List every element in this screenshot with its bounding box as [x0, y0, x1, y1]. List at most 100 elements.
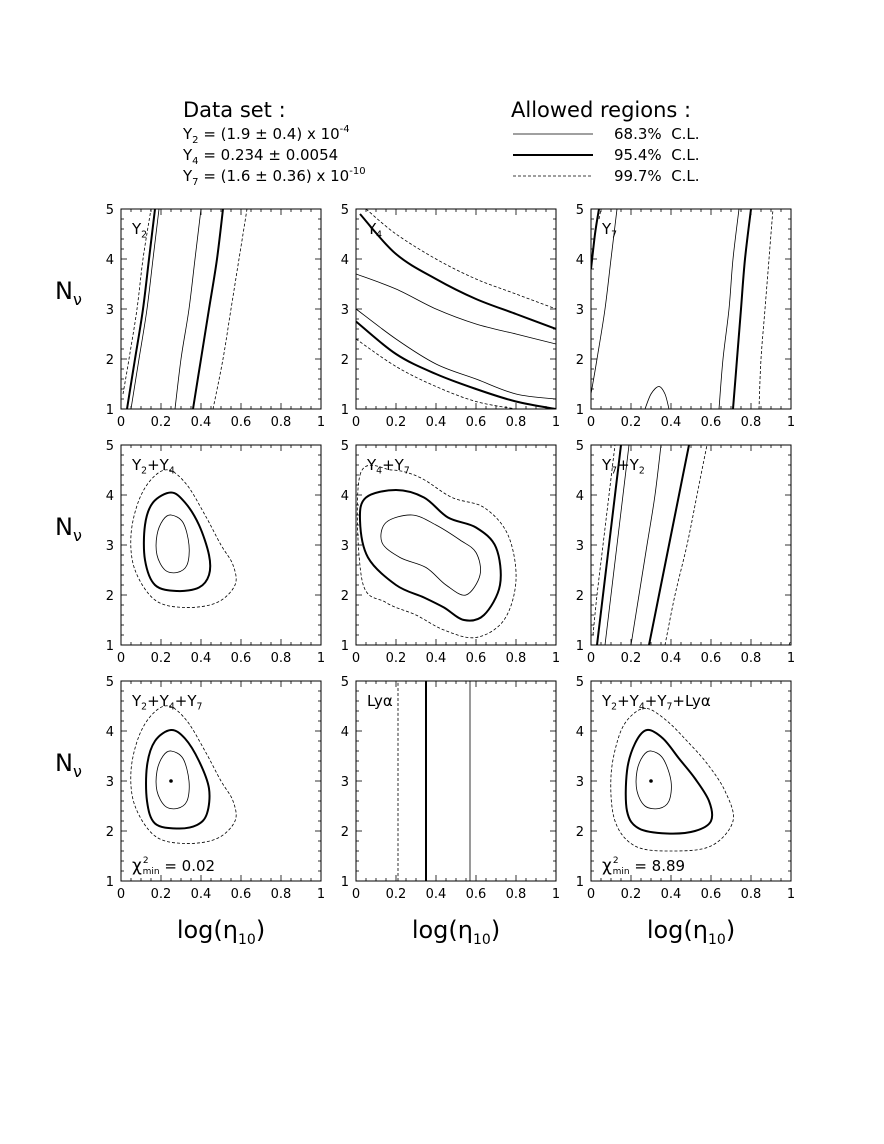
y-tick-label: 3 [106, 303, 114, 318]
panel-frame [590, 208, 792, 410]
dataset-value: = (1.9 ± 0.4) x 10 [199, 125, 340, 143]
y-tick-label: 2 [576, 353, 584, 368]
y-tick-label: 4 [576, 253, 584, 268]
legend-label: 99.7% C.L. [614, 167, 700, 185]
ticks [355, 444, 557, 646]
x-tick-label: 0 [117, 415, 125, 430]
panel-label-part: 4 [639, 701, 645, 712]
x-tick-label: 0.6 [466, 887, 487, 902]
contour-group [397, 681, 471, 881]
y-tick-label: 5 [106, 203, 114, 218]
x-tick-label: 0.6 [701, 415, 722, 430]
contour-dashed [664, 445, 708, 645]
y-tick-label: 3 [106, 539, 114, 554]
x-axis-label: log(η10) [177, 916, 265, 948]
x-tick-label: 0.8 [741, 415, 762, 430]
dataset-symbol: Y [182, 167, 193, 185]
panel-label-part: 2 [141, 229, 147, 240]
x-axis-label-main: log(η [177, 916, 238, 944]
x-axis-label-close: ) [726, 916, 735, 944]
contour-thick [596, 445, 622, 645]
x-tick-label: 0.6 [701, 887, 722, 902]
panel-frame [590, 680, 792, 882]
panel-label-part: +Y [617, 692, 640, 710]
panel-label-part: 7 [611, 465, 617, 476]
y-tick-label: 2 [576, 825, 584, 840]
x-tick-label: 0.4 [426, 651, 447, 666]
y-tick-label: 4 [106, 725, 114, 740]
contour-thin [591, 209, 618, 395]
panel-label: Y7 [601, 220, 617, 240]
panel-label-part: 4 [376, 465, 382, 476]
contour-dashed [130, 705, 237, 844]
chi-exp: 2 [613, 856, 619, 866]
panel-label-part: 2 [639, 465, 645, 476]
y-tick-label: 5 [341, 439, 349, 454]
y-tick-label: 1 [341, 639, 349, 654]
y-tick-label: 3 [576, 539, 584, 554]
x-tick-label: 0 [587, 415, 595, 430]
contour-group [356, 464, 517, 639]
chi-sub: min [143, 867, 160, 877]
panel-label: Y2+Y4+Y7 [131, 692, 202, 712]
x-tick-label: 0 [352, 651, 360, 666]
contour-thick [142, 491, 212, 593]
y-tick-label: 4 [341, 253, 349, 268]
contour-thick [356, 320, 556, 409]
x-tick-label: 0.2 [151, 415, 172, 430]
panel-label-part: +Y [175, 692, 198, 710]
contour-thin [380, 514, 481, 596]
x-tick-label: 0.2 [151, 887, 172, 902]
x-axis-label-sub: 10 [473, 932, 491, 948]
panel-label: Y4 [366, 220, 382, 240]
contour-dashed [610, 708, 734, 852]
dataset-line: Y4 = 0.234 ± 0.0054 [182, 146, 338, 167]
contour-thin [155, 514, 190, 574]
contour-thin [155, 750, 190, 810]
contour-dashed [130, 469, 237, 608]
panel-label-part: 7 [611, 229, 617, 240]
x-tick-label: 0.6 [231, 887, 252, 902]
chi-symbol: χ [602, 856, 612, 876]
y-tick-label: 3 [341, 303, 349, 318]
x-axis-label-main: log(η [412, 916, 473, 944]
x-tick-label: 1 [787, 651, 795, 666]
y-tick-label: 5 [341, 203, 349, 218]
contour-group [591, 209, 774, 409]
x-tick-label: 1 [787, 887, 795, 902]
panel-label-part: Y [131, 220, 142, 238]
dataset-exponent: -10 [349, 166, 365, 177]
contour-thin [174, 209, 202, 409]
x-axis-label-close: ) [491, 916, 500, 944]
x-tick-label: 0.8 [741, 651, 762, 666]
contour-thin [130, 209, 160, 409]
panel-label-part: +Y [645, 692, 668, 710]
panel-label-part: Lyα [367, 692, 393, 710]
x-tick-label: 0.8 [271, 651, 292, 666]
x-tick-label: 0.6 [466, 415, 487, 430]
y-tick-label: 5 [576, 439, 584, 454]
x-tick-label: 0 [587, 651, 595, 666]
y-tick-label: 4 [576, 725, 584, 740]
panel-label: Lyα [367, 692, 393, 710]
dataset-value: = 0.234 ± 0.0054 [199, 146, 339, 164]
y-tick-label: 4 [341, 489, 349, 504]
contour-thick [624, 728, 714, 835]
panel-label-part: Y [366, 456, 377, 474]
panel-label: Y2 [131, 220, 147, 240]
contour-thick [591, 209, 600, 270]
y-tick-label: 3 [576, 303, 584, 318]
x-axis-label-close: ) [256, 916, 265, 944]
ticks [590, 444, 792, 646]
y-tick-label: 3 [341, 775, 349, 790]
contour-thick [358, 488, 502, 622]
chi-symbol: χ [132, 856, 142, 876]
contour-thin [630, 445, 662, 645]
